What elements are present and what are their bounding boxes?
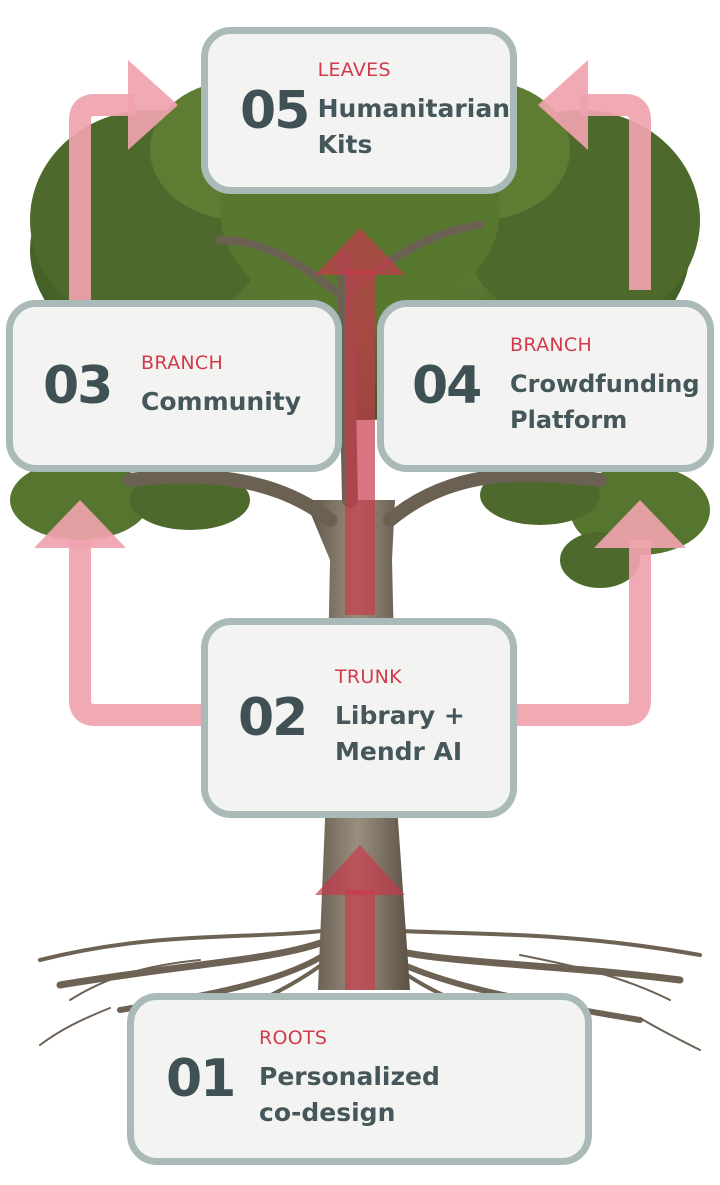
stage-title: Personalized co-design <box>259 1062 440 1127</box>
stage-tag: BRANCH <box>141 352 224 374</box>
flow-arrows <box>69 94 651 726</box>
stage-tag: ROOTS <box>259 1027 328 1049</box>
arrow-head-community <box>34 500 126 548</box>
arrow-head-roots-to-trunk <box>315 845 405 895</box>
stage-number: 01 <box>166 1049 236 1109</box>
stage-title: Humanitarian Kits <box>317 93 510 159</box>
arrow-shaft-roots-to-trunk <box>345 890 375 990</box>
center-arrows <box>315 228 405 990</box>
stage-title: Crowdfunding Platform <box>510 370 700 434</box>
stage-number: 05 <box>240 80 310 141</box>
stage-tag: TRUNK <box>335 666 402 688</box>
stage-title: Library + Mendr AI <box>335 701 465 766</box>
stage-card-community: 03 BRANCH Community <box>6 300 342 472</box>
stage-card-crowdfunding: 04 BRANCH Crowdfunding Platform <box>377 300 714 472</box>
arrow-community-to-leaves <box>69 94 135 310</box>
arrow-head-trunk-to-leaves <box>315 228 405 275</box>
arrow-head-crowdfunding <box>594 500 686 548</box>
stage-tag: LEAVES <box>317 58 391 81</box>
arrow-trunk-to-community <box>69 540 210 726</box>
arrow-head-leaves-left <box>128 60 178 150</box>
stage-number: 04 <box>412 356 482 416</box>
stage-number: 02 <box>238 688 308 748</box>
stage-card-roots: 01 ROOTS Personalized co-design <box>127 993 592 1165</box>
arrow-shaft-trunk-to-leaves <box>345 270 375 615</box>
stage-card-leaves: 05 LEAVES Humanitarian Kits <box>201 27 517 194</box>
arrow-trunk-to-crowdfunding <box>510 540 651 726</box>
stage-card-trunk: 02 TRUNK Library + Mendr AI <box>201 618 517 818</box>
arrow-crowdfunding-to-leaves <box>580 94 651 290</box>
arrow-heads <box>34 60 686 548</box>
stage-number: 03 <box>43 356 113 416</box>
stage-title: Community <box>141 387 302 416</box>
arrow-head-leaves-right <box>538 60 588 150</box>
stage-tag: BRANCH <box>510 334 593 356</box>
